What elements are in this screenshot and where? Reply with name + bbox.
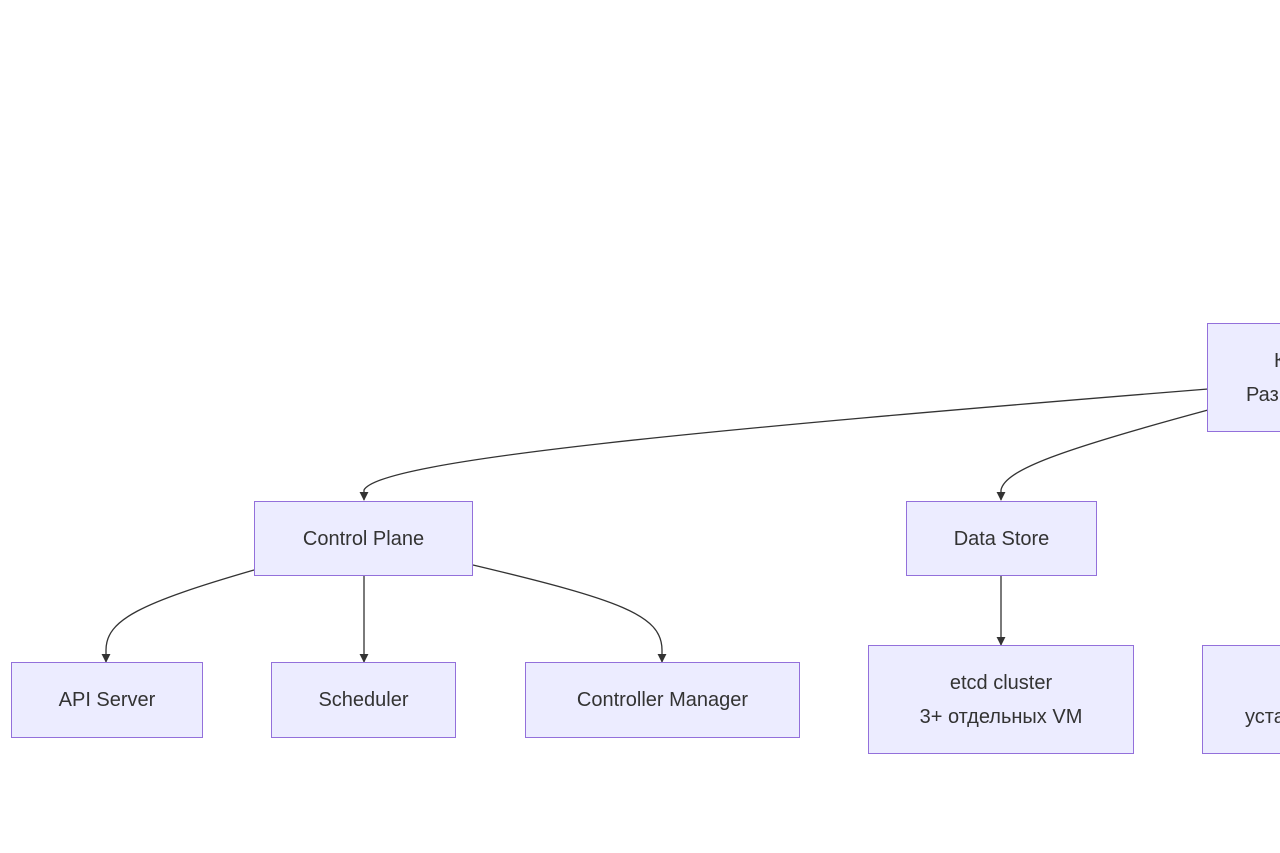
- root-line1: К: [1274, 349, 1280, 372]
- etcd-node: etcd cluster 3+ отдельных VM: [868, 645, 1134, 754]
- controller-manager-node: Controller Manager: [525, 662, 800, 738]
- api-server-label: API Server: [58, 689, 156, 711]
- scheduler-node: Scheduler: [271, 662, 456, 738]
- control-plane-node: Control Plane: [254, 501, 473, 576]
- data-store-label: Data Store: [953, 527, 1050, 550]
- root-line2: Раз: [1246, 383, 1279, 406]
- edge-control-plane-controller-manager: [472, 564, 667, 663]
- controller-manager-label: Controller Manager: [576, 689, 749, 711]
- data-store-node: Data Store: [906, 501, 1097, 576]
- api-server-node: API Server: [11, 662, 203, 738]
- etcd-line1: etcd cluster: [949, 671, 1053, 694]
- root-node: К Раз: [1207, 323, 1280, 432]
- edge-root-control-plane: [359, 388, 1209, 501]
- edge-control-plane-api-server: [101, 569, 255, 663]
- etcd-line2: 3+ отдельных VM: [919, 705, 1083, 728]
- edge-root-data-store: [996, 409, 1209, 501]
- partial-right-line2: уста: [1245, 705, 1280, 728]
- control-plane-label: Control Plane: [302, 527, 425, 550]
- partial-right-node: уста: [1202, 645, 1280, 754]
- scheduler-label: Scheduler: [318, 689, 409, 711]
